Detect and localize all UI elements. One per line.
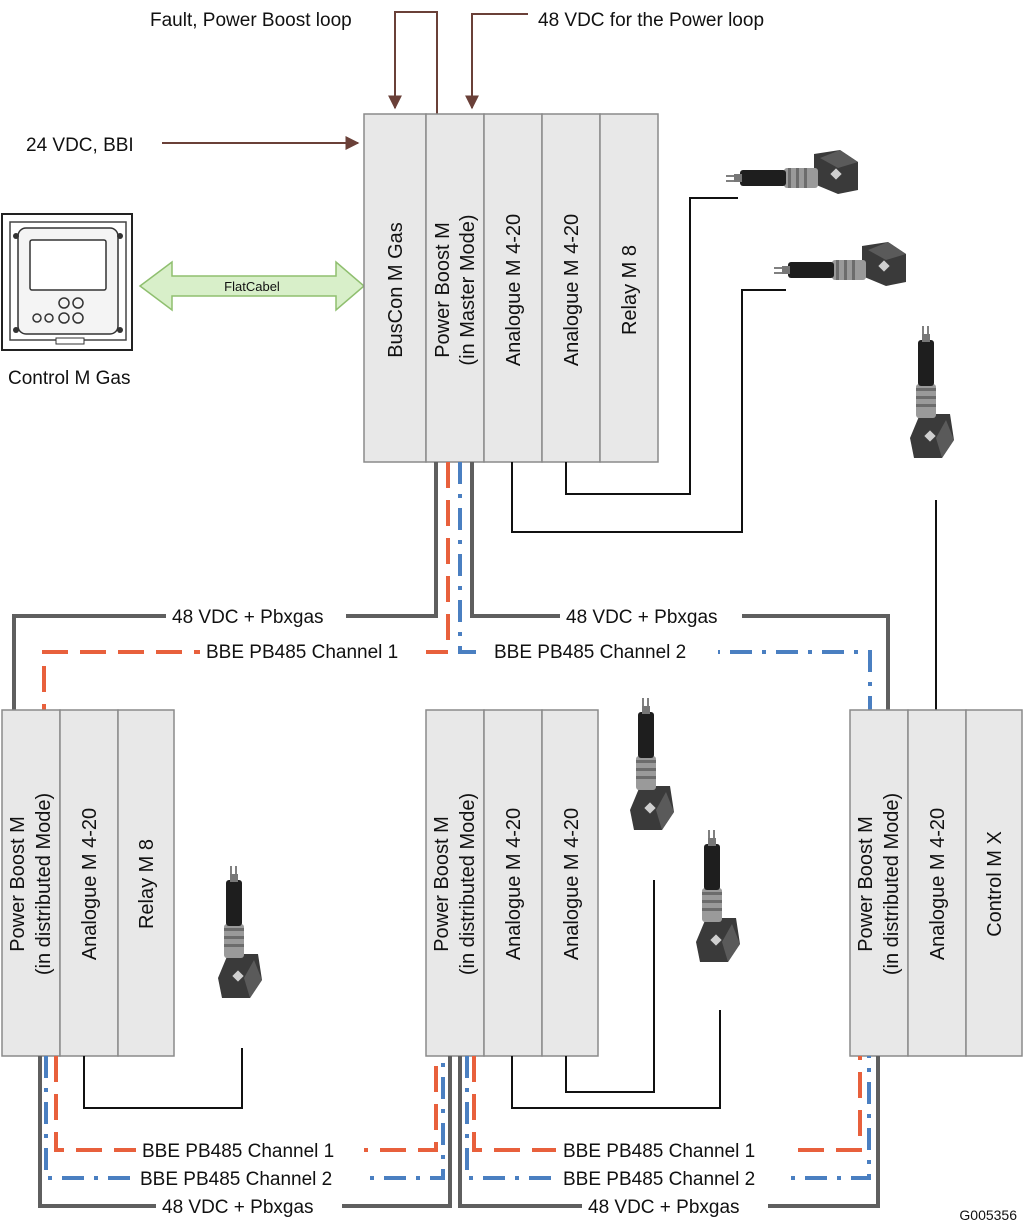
channel2-label: BBE PB485 Channel 2	[140, 1169, 332, 1190]
analogue-label: Analogue M 4-20	[503, 214, 525, 366]
fault-loop-wire	[388, 11, 438, 116]
relay-label: Relay M 8	[136, 839, 158, 929]
gas-sensor-icon	[695, 829, 741, 963]
vdc-loop-label: 48 VDC + Pbxgas	[172, 607, 324, 628]
vdc48-power-loop-label: 48 VDC for the Power loop	[538, 10, 764, 31]
buscon-module	[363, 113, 427, 463]
analogue-module	[483, 113, 543, 463]
power-boost-distributed-module	[849, 709, 909, 1057]
middle-sensor-wires	[511, 880, 721, 1109]
right-rack	[849, 709, 1023, 1057]
channel2-line	[458, 462, 872, 710]
channel1-label: BBE PB485 Channel 1	[206, 642, 398, 663]
analogue-module	[541, 113, 601, 463]
master-rack	[363, 113, 659, 463]
control-m-x-module	[965, 709, 1023, 1057]
figure-id: G005356	[959, 1207, 1017, 1223]
channel1-label: BBE PB485 Channel 1	[142, 1141, 334, 1162]
fault-label: Fault, Power Boost loop	[150, 10, 352, 31]
analogue-module	[907, 709, 967, 1057]
gas-sensor-icon	[217, 865, 263, 999]
distributed-mode-label: (in distributed Mode)	[881, 793, 903, 975]
vdc-loop-label: 48 VDC + Pbxgas	[566, 607, 718, 628]
analogue-label: Analogue M 4-20	[927, 808, 949, 960]
analogue-module	[541, 709, 599, 1057]
distributed-mode-label: (in distributed Mode)	[457, 793, 479, 975]
gas-sensor-icon	[629, 697, 675, 831]
analogue-label: Analogue M 4-20	[79, 808, 101, 960]
vdc48-arrow	[465, 13, 528, 110]
control-m-gas-panel	[1, 213, 133, 351]
relay-module	[117, 709, 175, 1057]
analogue-label: Analogue M 4-20	[503, 808, 525, 960]
analogue-label: Analogue M 4-20	[561, 808, 583, 960]
power-boost-label: Power Boost M	[7, 816, 29, 952]
control-m-x-label: Control M X	[984, 831, 1006, 937]
control-m-gas-label: Control M Gas	[8, 368, 130, 389]
vdc-loop-label: 48 VDC + Pbxgas	[162, 1197, 314, 1218]
power-boost-distributed-module	[1, 709, 61, 1057]
vdc24-bbi-label: 24 VDC, BBI	[26, 135, 134, 156]
analogue-module	[59, 709, 119, 1057]
left-rack	[1, 709, 175, 1057]
gas-sensor-icon	[725, 149, 859, 195]
analogue-label: Analogue M 4-20	[561, 214, 583, 366]
relay-label: Relay M 8	[619, 245, 641, 335]
master-sensor-wires	[511, 197, 786, 533]
power-loop-lines	[12, 462, 890, 710]
channel2-label: BBE PB485 Channel 2	[563, 1169, 755, 1190]
channel2-label: BBE PB485 Channel 2	[494, 642, 686, 663]
gas-sensor-icon	[773, 241, 907, 287]
middle-rack	[425, 709, 599, 1057]
power-boost-distributed-module	[425, 709, 485, 1057]
analogue-module	[483, 709, 543, 1057]
distributed-mode-label: (in distributed Mode)	[33, 793, 55, 975]
power-boost-label: Power Boost M	[432, 222, 454, 358]
left-sensor-wire	[83, 1048, 243, 1109]
buscon-label: BusCon M Gas	[385, 222, 407, 358]
channel1-label: BBE PB485 Channel 1	[563, 1141, 755, 1162]
power-boost-master-module	[425, 113, 485, 463]
vdc-loop-label: 48 VDC + Pbxgas	[588, 1197, 740, 1218]
gas-sensor-icon	[909, 325, 955, 459]
channel1-line	[42, 462, 450, 710]
power-boost-label: Power Boost M	[431, 816, 453, 952]
flatcable-label: FlatCabel	[224, 279, 280, 294]
master-mode-label: (in Master Mode)	[457, 214, 479, 365]
power-boost-label: Power Boost M	[855, 816, 877, 952]
relay-module	[599, 113, 659, 463]
